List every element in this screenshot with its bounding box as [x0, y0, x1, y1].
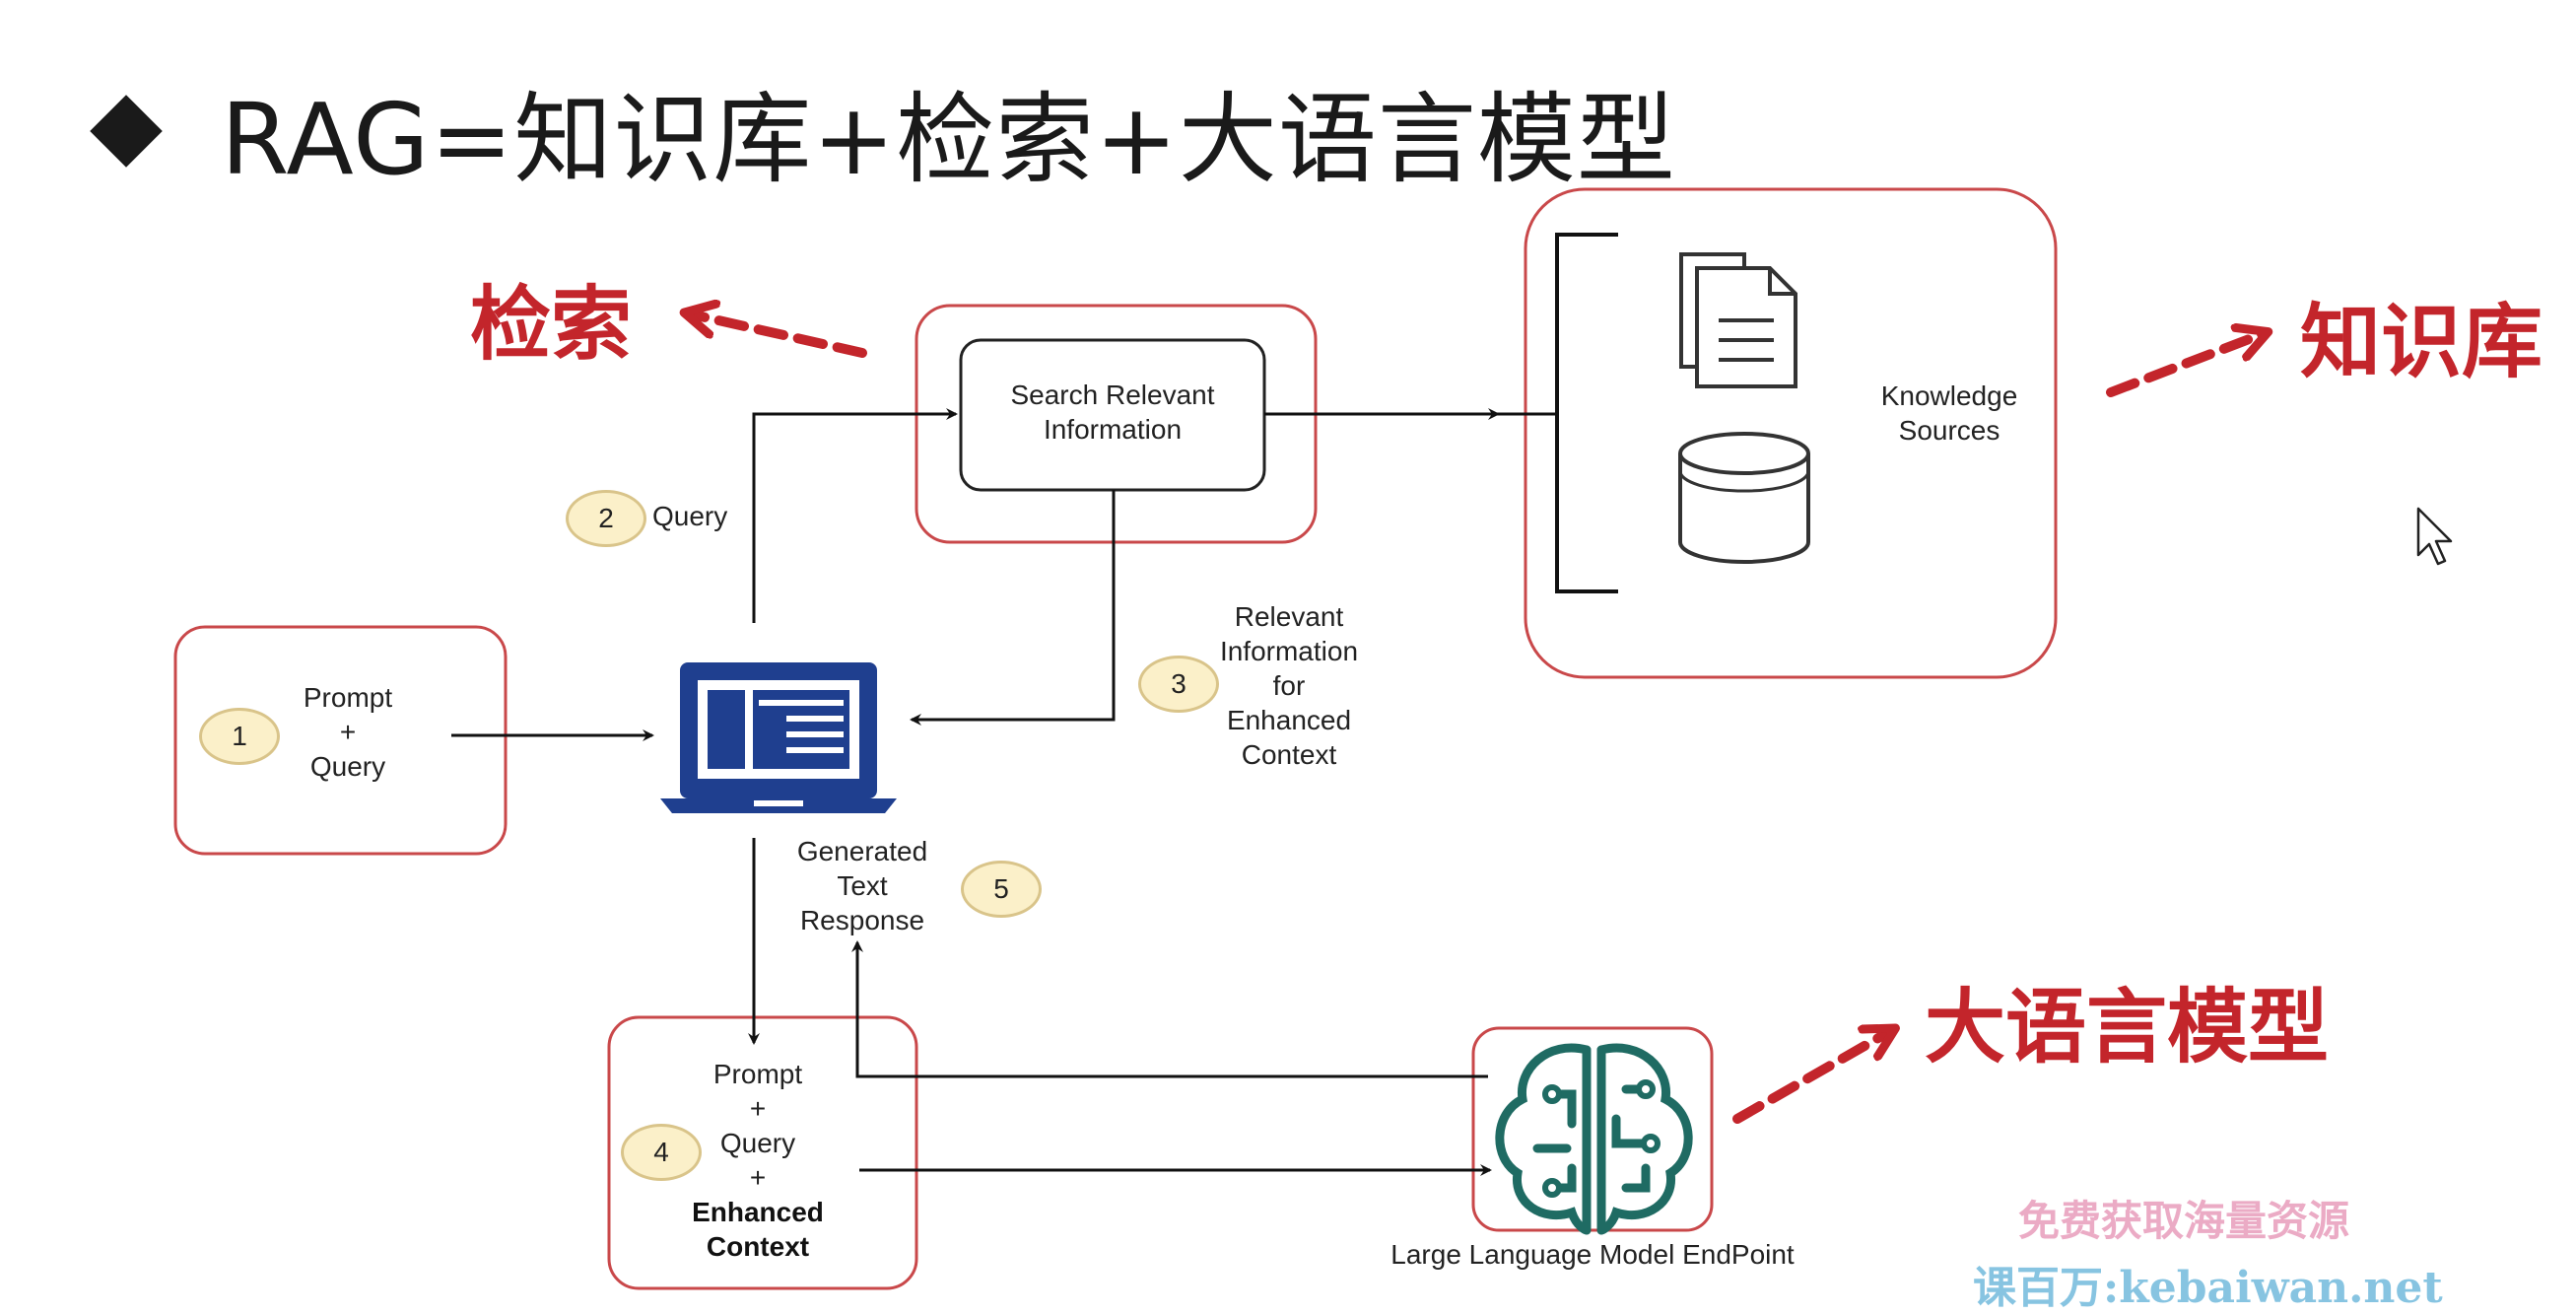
slide-title-row: RAG=知识库+检索+大语言模型: [89, 59, 1676, 202]
step-2-label: Query: [652, 501, 728, 531]
database-icon: [1678, 432, 1810, 564]
step-3-label: Relevant Information for Enhanced Contex…: [1219, 601, 1359, 770]
search-highlight-frame: [915, 304, 1318, 544]
arrow-search-to-laptop: [910, 490, 1116, 726]
knowledge-sources-label: Knowledge Sources: [1880, 381, 2018, 446]
documents-icon: [1679, 252, 1797, 388]
llm-annotation: 大语言模型: [1925, 981, 2330, 1074]
arrow-query-to-search: [752, 408, 958, 623]
retrieval-annotation: 检索: [470, 278, 633, 372]
brain-circuit-icon: [1495, 1043, 1693, 1235]
search-relevant-label: Search Relevant Information: [1010, 380, 1215, 445]
prompt-query-frame: [173, 625, 508, 856]
arrow-llm-to-response: [851, 940, 1488, 1078]
step-5-label: Generated Text Response: [796, 836, 928, 935]
slide-title: RAG=知识库+检索+大语言模型: [221, 82, 1676, 197]
step-3-badge: 3: [1138, 656, 1219, 713]
step-4-badge: 4: [621, 1124, 702, 1181]
watermark-line-2: 课百万:kebaiwan.net: [1973, 1263, 2443, 1313]
watermark-line-1: 免费获取海量资源: [2018, 1197, 2350, 1245]
knowledge-highlight-frame: [1524, 187, 2058, 679]
mouse-cursor-icon: [2416, 507, 2453, 566]
red-arrow-knowledge: [2106, 333, 2265, 397]
enhanced-prompt-frame: [607, 1015, 918, 1290]
laptop-icon: [660, 662, 897, 813]
red-arrow-retrieval: [688, 313, 867, 358]
step-5-badge: 5: [961, 861, 1042, 918]
enhanced-prompt-label: Prompt + Query + Enhanced Context: [692, 1059, 824, 1262]
knowledge-base-annotation: 知识库: [2300, 296, 2543, 389]
step-2-badge: 2: [566, 490, 646, 547]
red-arrow-llm: [1732, 1030, 1892, 1124]
prompt-query-label: Prompt + Query: [303, 682, 393, 782]
step-1-badge: 1: [199, 708, 280, 765]
llm-endpoint-label: Large Language Model EndPoint: [1390, 1239, 1795, 1270]
llm-highlight-frame: [1471, 1026, 1714, 1232]
knowledge-bracket: [1555, 233, 1618, 593]
